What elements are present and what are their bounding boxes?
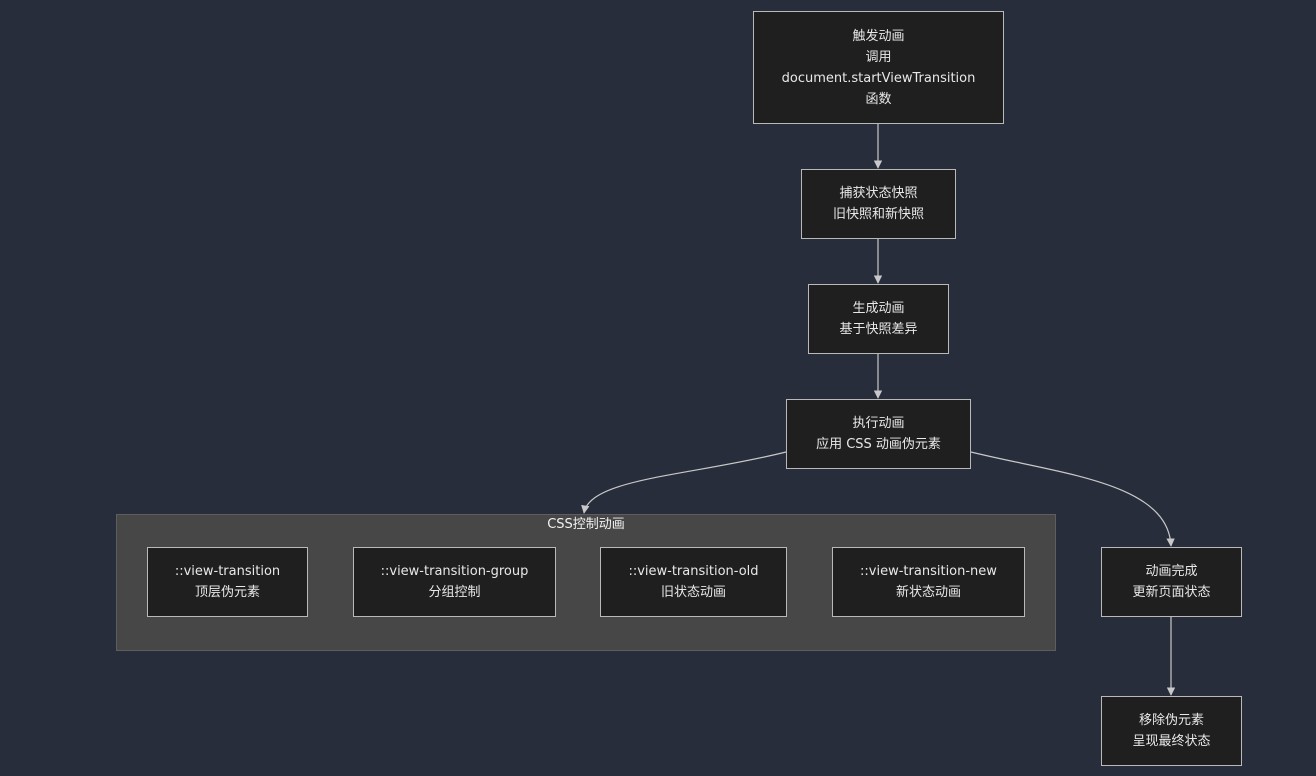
node-execute-line2: 应用 CSS 动画伪元素 bbox=[816, 437, 941, 452]
node-old-line1: ::view-transition-old bbox=[628, 564, 759, 579]
node-remove-line1: 移除伪元素 bbox=[1138, 713, 1204, 728]
node-capture-line1: 捕获状态快照 bbox=[839, 186, 918, 201]
node-old-line2: 旧状态动画 bbox=[660, 585, 726, 600]
edge-execute-to-complete bbox=[970, 451, 1175, 547]
node-new-line1: ::view-transition-new bbox=[860, 564, 997, 579]
node-execute-line1: 执行动画 bbox=[852, 416, 905, 431]
node-group-line1: ::view-transition-group bbox=[380, 564, 529, 579]
node-view-transition-group: ::view-transition-group 分组控制 bbox=[353, 547, 556, 617]
node-trigger-line4: 函数 bbox=[865, 91, 892, 107]
node-trigger-line3: document.startViewTransition bbox=[781, 70, 976, 86]
node-view-transition-new: ::view-transition-new 新状态动画 bbox=[832, 547, 1025, 617]
node-view-transition-line1: ::view-transition bbox=[174, 564, 281, 579]
node-complete-line1: 动画完成 bbox=[1145, 564, 1198, 579]
node-view-transition-old: ::view-transition-old 旧状态动画 bbox=[600, 547, 787, 617]
node-capture-snapshot: 捕获状态快照 旧快照和新快照 bbox=[801, 169, 956, 239]
node-trigger-line2: 调用 bbox=[865, 49, 892, 65]
node-execute-animation: 执行动画 应用 CSS 动画伪元素 bbox=[786, 399, 971, 469]
node-generate-line1: 生成动画 bbox=[852, 301, 905, 316]
node-complete-line2: 更新页面状态 bbox=[1132, 585, 1211, 600]
cluster-title: CSS控制动画 bbox=[547, 517, 625, 532]
node-group-line2: 分组控制 bbox=[428, 585, 481, 600]
node-trigger-line1: 触发动画 bbox=[852, 28, 905, 44]
node-remove-pseudo: 移除伪元素 呈现最终状态 bbox=[1101, 696, 1242, 766]
node-generate-line2: 基于快照差异 bbox=[839, 322, 918, 337]
node-animation-complete: 动画完成 更新页面状态 bbox=[1101, 547, 1242, 617]
node-trigger-animation: 触发动画 调用 document.startViewTransition 函数 bbox=[753, 11, 1004, 124]
node-view-transition-line2: 顶层伪元素 bbox=[194, 585, 260, 600]
node-remove-line2: 呈现最终状态 bbox=[1132, 734, 1211, 749]
edge-execute-to-cluster bbox=[581, 451, 787, 514]
node-view-transition: ::view-transition 顶层伪元素 bbox=[147, 547, 308, 617]
node-generate-animation: 生成动画 基于快照差异 bbox=[808, 284, 949, 354]
node-new-line2: 新状态动画 bbox=[895, 585, 961, 600]
node-capture-line2: 旧快照和新快照 bbox=[832, 207, 924, 222]
